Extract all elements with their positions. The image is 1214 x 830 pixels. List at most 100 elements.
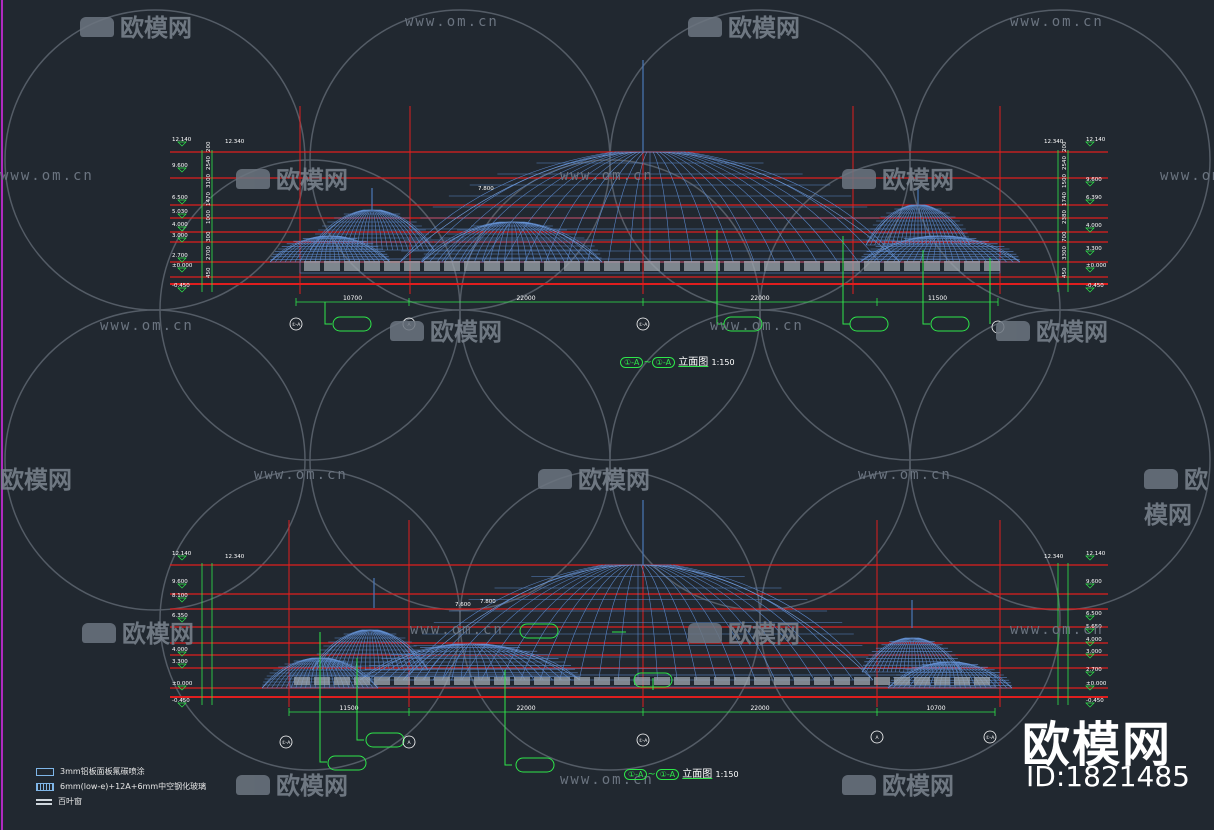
window-panel — [414, 677, 430, 685]
dome-rib — [519, 221, 565, 263]
dome-rib — [335, 235, 371, 263]
dome-rib — [926, 235, 939, 263]
window-panel — [534, 677, 550, 685]
dome-rib — [332, 235, 351, 263]
window-panel — [784, 261, 800, 271]
dome-rib — [374, 209, 388, 251]
dome-rib — [441, 151, 619, 263]
level-marker — [177, 167, 187, 173]
tag-pill — [515, 757, 555, 773]
title-scale: 1:150 — [715, 770, 739, 779]
axis-bubble-label: ①-A — [639, 322, 649, 328]
legend-item: 百叶窗 — [36, 796, 82, 807]
axis-bubble-label: ①-A — [986, 735, 996, 741]
dome-rib — [375, 629, 409, 671]
dome-rib — [331, 235, 341, 263]
level-marker — [177, 685, 187, 691]
axis-bubble-label: ①-A — [282, 740, 292, 746]
axis-bubble — [983, 730, 997, 744]
window-panel — [974, 677, 990, 685]
window-panel — [624, 261, 640, 271]
tag-pill — [365, 732, 405, 748]
window-panel — [494, 677, 510, 685]
dome-rib — [896, 204, 915, 246]
watermark-logo: 欧模网 — [236, 160, 348, 195]
axis-bubble — [870, 730, 884, 744]
dome-rib — [370, 629, 376, 671]
level-label: 8.100 — [172, 593, 188, 599]
axis-bubble — [289, 317, 303, 331]
dome-rib — [886, 637, 909, 673]
dome-rib — [451, 643, 468, 681]
dome-rib — [578, 564, 630, 681]
dome-rib — [933, 235, 940, 263]
dome-rib — [520, 564, 621, 681]
dome-rib — [473, 643, 498, 681]
level-label: 9.600 — [1086, 579, 1102, 585]
dome-rib — [915, 637, 938, 673]
sofa-icon — [842, 775, 876, 795]
dim-text: 2380 — [1062, 210, 1068, 224]
dim-text: 450 — [1062, 267, 1068, 278]
dome-outline — [399, 151, 901, 263]
dome-rib — [912, 637, 917, 673]
axis-bubble-label: ①-A — [292, 322, 302, 328]
dome-rib — [373, 629, 395, 671]
level-label: 3.300 — [172, 659, 188, 665]
watermark-circle — [759, 469, 1061, 771]
window-panel — [804, 261, 820, 271]
level-label: 4.000 — [172, 222, 188, 228]
top-mark: 12.340 — [225, 139, 245, 145]
level-marker — [177, 141, 187, 147]
dome-rib — [943, 235, 967, 263]
level-label: 6.500 — [1086, 611, 1102, 617]
window-panel — [764, 261, 780, 271]
window-panel — [574, 677, 590, 685]
axis-bubble-label: ①-A — [639, 738, 649, 744]
dome-rib — [916, 637, 946, 673]
level-marker — [1085, 653, 1095, 659]
dome-rib — [671, 151, 797, 263]
leader-line — [842, 236, 850, 325]
top-mark: 12.340 — [225, 554, 245, 560]
watermark-logo: 欧模网 — [80, 8, 192, 43]
level-label: ±0.000 — [1086, 681, 1107, 687]
window-panel — [544, 261, 560, 271]
watermark-url: www.om.cn — [560, 168, 654, 184]
dome-rib — [314, 235, 328, 263]
dome-rib — [674, 151, 817, 263]
dome-rib — [559, 564, 627, 681]
dome-rib — [331, 629, 365, 671]
level-label: 7.600 — [455, 602, 471, 608]
window-panel — [564, 261, 580, 271]
watermark-url: www.om.cn — [410, 622, 504, 638]
level-label: 4.000 — [1086, 223, 1102, 229]
dome-rib — [345, 209, 369, 251]
level-marker — [177, 199, 187, 205]
dome-rib — [908, 661, 944, 689]
dome-rib — [444, 221, 502, 263]
dim-text: 1740 — [1062, 192, 1068, 206]
window-panel — [654, 677, 670, 685]
dome-rib — [377, 629, 424, 671]
dome-rib — [373, 209, 383, 251]
axis-bubble-label: A — [875, 735, 879, 741]
dome-rib — [923, 204, 953, 246]
level-marker — [177, 555, 187, 561]
dome-rib — [522, 221, 580, 263]
watermark-circle — [4, 309, 306, 611]
dome-rib — [899, 637, 911, 673]
tag-pill — [519, 623, 559, 639]
dome-rib — [925, 204, 971, 246]
sofa-icon — [688, 623, 722, 643]
dome-rib — [377, 209, 409, 251]
dome — [359, 643, 581, 681]
dome-rib — [459, 221, 505, 263]
dome-rib — [525, 221, 603, 263]
window-panel — [874, 677, 890, 685]
dome-rib — [907, 637, 912, 673]
level-marker — [1085, 555, 1095, 561]
level-label: 3.000 — [1086, 649, 1102, 655]
window-panel — [304, 261, 320, 271]
dome — [309, 209, 435, 251]
